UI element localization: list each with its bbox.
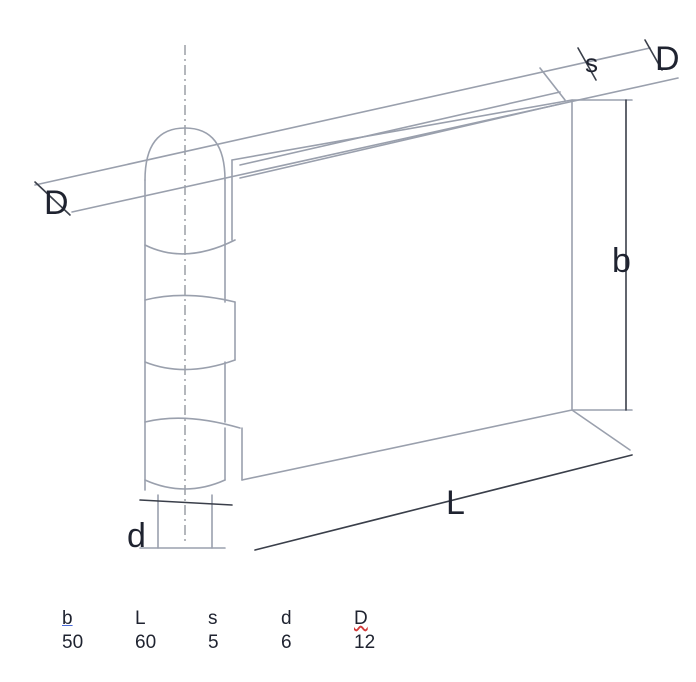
dim-col-L: L 60	[135, 608, 208, 654]
dimension-D-left	[34, 181, 71, 216]
dimension-L	[254, 454, 633, 551]
dim-value: 5	[208, 632, 219, 653]
label-d: d	[127, 517, 146, 555]
top-rail	[34, 47, 679, 213]
dimension-d	[139, 499, 233, 506]
dim-header: b	[62, 608, 73, 629]
dim-value: 6	[281, 632, 292, 653]
label-D-left: D	[44, 184, 69, 222]
dim-value: 50	[62, 632, 84, 653]
dim-header: L	[135, 608, 146, 629]
label-L: L	[446, 484, 465, 522]
dim-value: 60	[135, 632, 157, 653]
dim-col-d: d 6	[281, 608, 354, 654]
dim-col-s: s 5	[208, 608, 281, 654]
dim-header: D	[354, 608, 368, 629]
dim-col-D: D 12	[354, 608, 427, 654]
dim-header: s	[208, 608, 218, 629]
gate-panel	[231, 99, 633, 481]
label-b: b	[612, 242, 631, 280]
hinge-post	[139, 127, 241, 549]
label-s: s	[585, 48, 598, 78]
dim-value: 12	[354, 632, 376, 653]
label-D-right: D	[655, 40, 680, 78]
dimensions-table: b 50 L 60 s 5 d 6 D 12	[62, 608, 427, 654]
dim-col-b: b 50	[62, 608, 135, 654]
dimension-s	[577, 47, 597, 81]
dim-header: d	[281, 608, 292, 629]
dimension-D-right	[644, 39, 663, 71]
